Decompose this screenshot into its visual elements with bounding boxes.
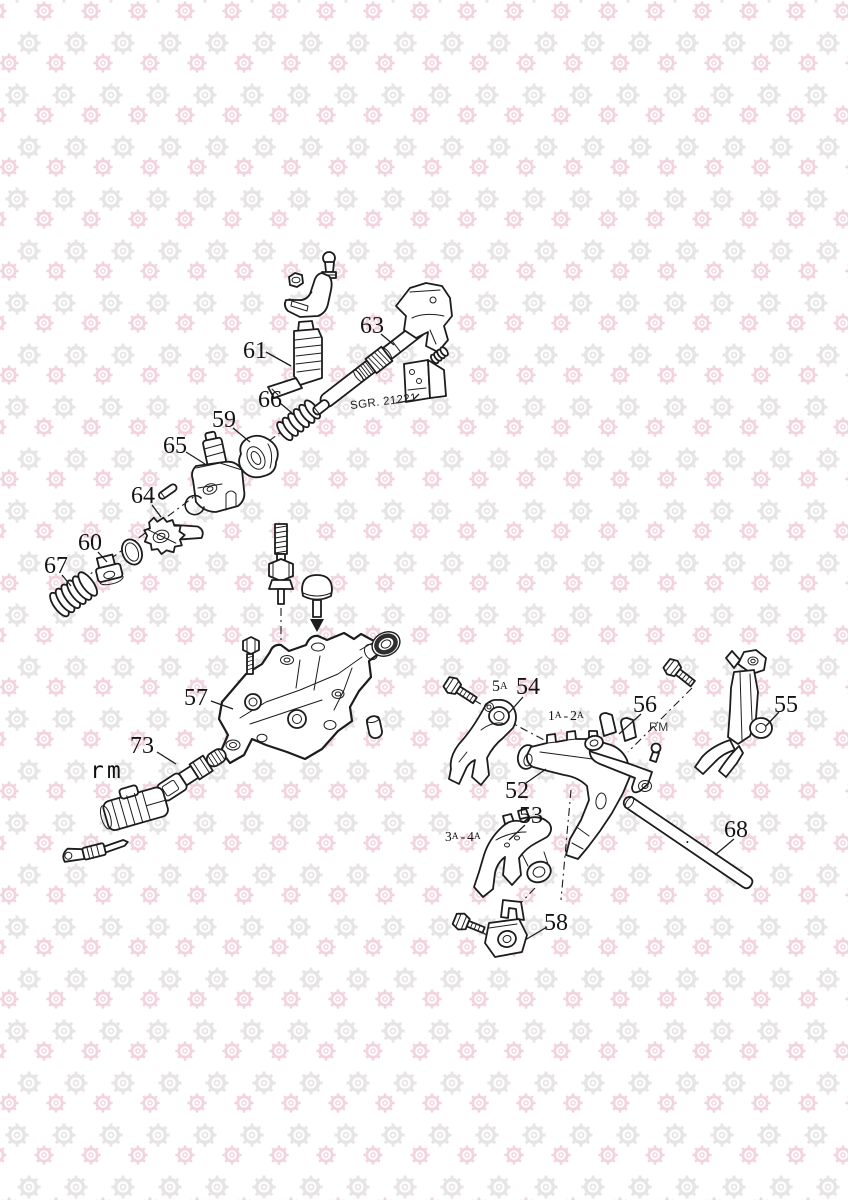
part-55-bolt-drawing [662,658,696,688]
callout-64[interactable]: 64 [131,483,155,509]
part-64-finger-drawing [143,483,205,555]
terminal-drawing [62,839,129,863]
callout-55[interactable]: 55 [774,692,798,718]
callout-58[interactable]: 58 [544,910,568,936]
part-73-switch-drawing [156,748,227,802]
part-55-lever-drawing [694,649,773,778]
sgr-bracket-drawing [403,359,447,403]
part-65-clevis-drawing [191,430,246,513]
callout-52[interactable]: 52 [505,778,529,804]
part-63-shaft-drawing [319,282,453,408]
o-ring-drawing [121,538,143,566]
callout-56[interactable]: 56 [633,692,657,718]
part-67-spring-drawing [49,571,99,618]
callout-61[interactable]: 61 [243,338,267,364]
callout-57[interactable]: 57 [184,685,208,711]
part-61-lever-drawing [283,251,337,318]
housing-bolt-drawing [242,636,260,675]
callout-54[interactable]: 54 [516,674,540,700]
detent-pin-drawing [365,715,383,739]
rm-annotation-lower: rm [90,758,124,784]
callout-59[interactable]: 59 [212,407,236,433]
rm-annotation-upper: RM [649,720,669,734]
part-59-boot-drawing [238,434,279,479]
part-53-fork-drawing [473,808,552,898]
callout-60[interactable]: 60 [78,530,102,556]
callout-67[interactable]: 67 [44,553,68,579]
callout-73[interactable]: 73 [130,733,154,759]
part-61-boot-drawing [267,320,323,399]
part-57-housing-drawing [217,631,379,765]
callout-66[interactable]: 66 [258,387,282,413]
seal-ring-drawing [371,631,401,657]
part-56-bracket-drawing [584,712,662,794]
part-54-fork-drawing [448,698,517,786]
stud-assembly-drawing [268,523,294,605]
callout-65[interactable]: 65 [163,433,187,459]
part-60-bushing-drawing [95,553,124,586]
part-66-spring-drawing [276,399,330,442]
dome-cap-drawing [301,574,333,632]
callout-68[interactable]: 68 [724,817,748,843]
gear-position-label-1-2: 1A-2A [548,708,584,723]
part-68-shaft-drawing [622,795,754,890]
connector-drawing [99,784,169,831]
callout-leader-lines [61,333,780,941]
callout-63[interactable]: 63 [360,313,384,339]
callout-53[interactable]: 53 [519,803,543,829]
fork-54-bolt-drawing [442,676,478,705]
gear-position-label-3-4: 3A-4A [445,829,481,844]
part-58-clamp-drawing [451,899,528,958]
gear-position-label-5: 5A [492,678,508,695]
